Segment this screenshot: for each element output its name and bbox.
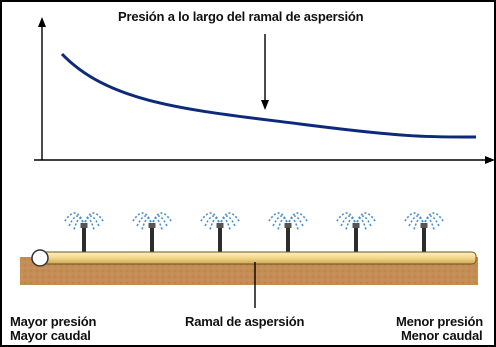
- sprinkler: [335, 212, 377, 253]
- spray-jet: [141, 217, 153, 230]
- pipe-inlet-cap: [31, 249, 49, 267]
- sprinkler-riser: [354, 226, 358, 253]
- spray-jet: [287, 215, 304, 227]
- pipe-label: Ramal de aspersión: [185, 314, 305, 329]
- sprinkler-nozzle: [148, 223, 156, 228]
- spray-jet: [219, 215, 236, 227]
- sprinkler: [403, 212, 445, 253]
- right-pressure-label: Menor presión: [396, 314, 483, 329]
- title-pointer-arrowhead: [261, 100, 269, 110]
- spray-jet: [403, 212, 425, 227]
- sprinkler-riser: [422, 226, 426, 253]
- sprinklers-group: [63, 212, 445, 253]
- spray-jet: [423, 215, 440, 227]
- spray-jet: [68, 215, 85, 227]
- sprinkler: [267, 212, 309, 253]
- spray-jet: [267, 212, 289, 227]
- sprinkler: [63, 212, 105, 253]
- y-axis-arrow: [38, 17, 46, 27]
- spray-jet: [151, 217, 163, 230]
- right-flow-label: Menor caudal: [401, 328, 483, 343]
- spray-jet: [335, 212, 357, 227]
- sprinkler: [199, 212, 241, 253]
- spray-jet: [287, 212, 309, 227]
- spray-jet: [83, 217, 95, 230]
- spray-jet: [355, 217, 367, 230]
- pressure-curve: [60, 52, 477, 139]
- spray-jet: [355, 212, 377, 227]
- spray-jet: [355, 215, 372, 227]
- spray-jet: [219, 212, 241, 227]
- sprinkler-nozzle: [216, 223, 224, 228]
- left-pressure-label: Mayor presión: [10, 314, 97, 329]
- spray-jet: [151, 215, 168, 227]
- spray-jet: [272, 215, 289, 227]
- sprinkler: [131, 212, 173, 253]
- spray-jet: [73, 217, 85, 230]
- sprinkler-riser: [286, 226, 290, 253]
- spray-jet: [219, 217, 231, 230]
- lateral-pipe: [41, 251, 477, 265]
- spray-jet: [83, 212, 105, 227]
- spray-jet: [413, 217, 425, 230]
- spray-jet: [345, 217, 357, 230]
- x-axis-arrow: [485, 156, 495, 164]
- spray-jet: [204, 215, 221, 227]
- sprinkler-nozzle: [420, 223, 428, 228]
- sprinkler-nozzle: [284, 223, 292, 228]
- sprinkler-riser: [218, 226, 222, 253]
- curve-title: Presión a lo largo del ramal de aspersió…: [118, 9, 364, 24]
- spray-jet: [340, 215, 357, 227]
- spray-jet: [408, 215, 425, 227]
- spray-jet: [63, 212, 85, 227]
- sprinkler-riser: [82, 226, 86, 253]
- spray-jet: [83, 215, 100, 227]
- spray-jet: [423, 212, 445, 227]
- spray-jet: [131, 212, 153, 227]
- sprinkler-nozzle: [80, 223, 88, 228]
- left-flow-label: Mayor caudal: [10, 328, 91, 343]
- spray-jet: [199, 212, 221, 227]
- spray-jet: [136, 215, 153, 227]
- spray-jet: [209, 217, 221, 230]
- sprinkler-riser: [150, 226, 154, 253]
- spray-jet: [423, 217, 435, 230]
- spray-jet: [277, 217, 289, 230]
- spray-jet: [287, 217, 299, 230]
- sprinkler-nozzle: [352, 223, 360, 228]
- spray-jet: [151, 212, 173, 227]
